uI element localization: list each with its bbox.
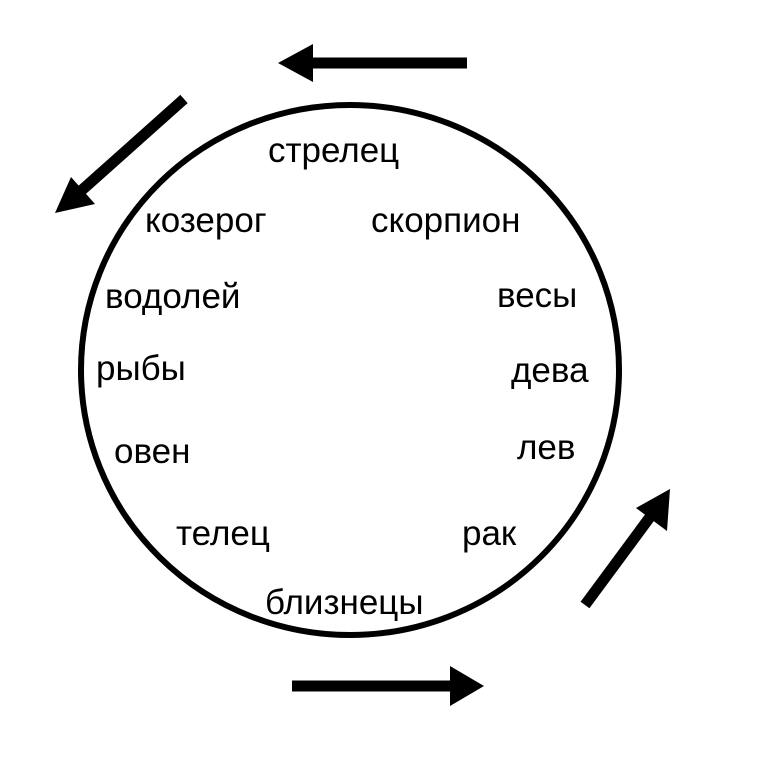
sign-leo: лев bbox=[517, 428, 576, 467]
arrow-left-icon bbox=[278, 44, 467, 82]
arrow-down-left-icon bbox=[55, 94, 188, 213]
zodiac-circle bbox=[78, 102, 622, 638]
sign-cancer: рак bbox=[462, 514, 517, 553]
sign-sagittarius: стрелец bbox=[268, 131, 400, 170]
sign-capricorn: козерог bbox=[145, 201, 267, 240]
sign-aries: овен bbox=[114, 432, 191, 471]
sign-virgo: дева bbox=[511, 351, 589, 390]
sign-taurus: телец bbox=[176, 514, 270, 553]
arrow-up-right-icon bbox=[580, 489, 670, 609]
sign-pisces: рыбы bbox=[96, 349, 186, 388]
sign-libra: весы bbox=[497, 276, 578, 315]
sign-gemini: близнецы bbox=[265, 583, 424, 622]
arrow-right-icon bbox=[292, 666, 484, 706]
sign-aquarius: водолей bbox=[105, 277, 241, 316]
sign-scorpio: скорпион bbox=[371, 201, 521, 240]
